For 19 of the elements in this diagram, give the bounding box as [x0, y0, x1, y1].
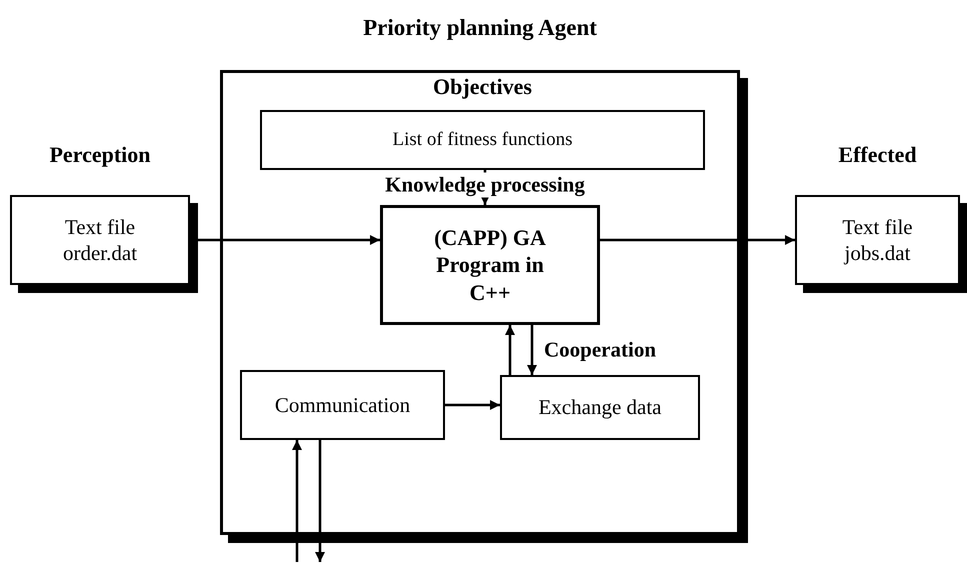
arrow — [292, 440, 302, 562]
node-label: (CAPP) GA Program in C++ — [433, 224, 547, 306]
process-box — [500, 375, 700, 440]
node-heading: Effected — [838, 142, 917, 168]
node-heading: Priority planning Agent — [363, 15, 597, 41]
node-label: Communication — [274, 392, 410, 418]
arrow — [600, 235, 795, 245]
arrow — [445, 400, 500, 410]
node-label: Text file order.dat — [62, 214, 138, 266]
node-heading: Perception — [50, 142, 150, 168]
process-box — [380, 205, 600, 325]
arrow — [315, 440, 325, 562]
arrow — [505, 325, 515, 375]
node-label: Text file jobs.dat — [841, 214, 914, 266]
node-label: Exchange data — [538, 394, 662, 421]
process-box — [240, 370, 445, 440]
node-label: List of fitness functions — [392, 128, 572, 152]
arrow — [527, 325, 537, 375]
node-heading: Objectives — [433, 74, 532, 100]
